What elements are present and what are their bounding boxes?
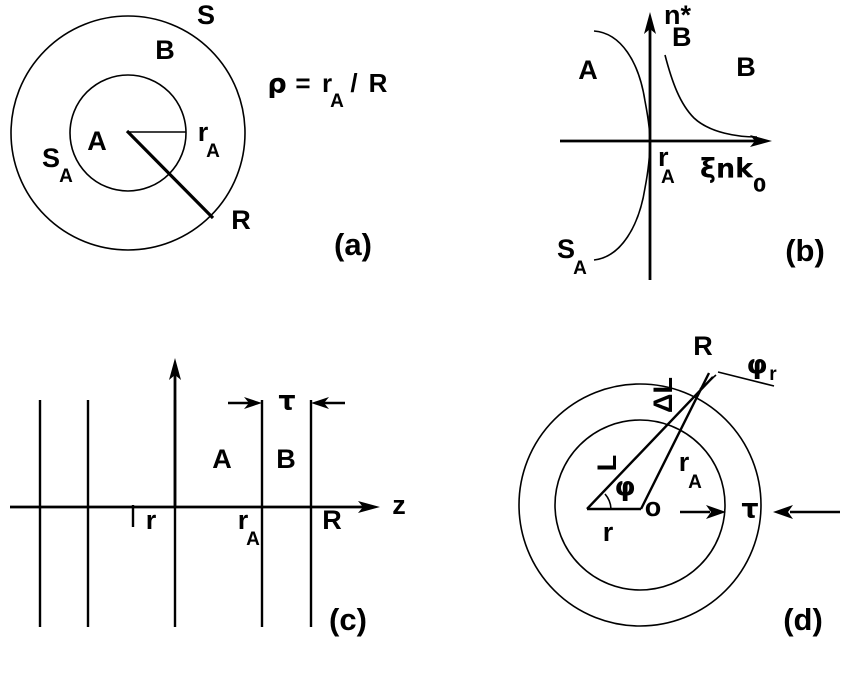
panel-b-y-axis-label: n* — [664, 0, 691, 30]
panel-a-label-inner-boundary: S — [42, 143, 60, 173]
panel-a-label-inner-radius: r — [198, 117, 209, 147]
panel-b-y-axis-label-sub: B — [672, 22, 692, 52]
panel-b-x-axis-label-sub: 0 — [753, 175, 766, 197]
panel-a-label-outer-boundary: S — [197, 0, 215, 30]
panel-a-label-inner-boundary-sub: A — [59, 166, 73, 187]
panel-a: S B A S A r A R ρ = r A / R (a) — [10, 0, 388, 262]
panel-c-x-axis-label: z — [392, 490, 406, 520]
panel-c-tau-arrow-left-head — [244, 397, 262, 409]
panel-d-tau-arrow-left-head — [706, 505, 726, 519]
panel-d-label-inner-radius-sub: A — [688, 472, 702, 493]
panel-b-x-tick-label-sub: A — [661, 167, 675, 188]
panel-d-label-offset-r: r — [603, 517, 614, 547]
panel-b-x-axis-label: ξnk — [700, 154, 754, 185]
panel-b-label-region-right: B — [736, 52, 756, 82]
panel-a-label-inner-region: A — [87, 126, 107, 156]
panel-b-y-axis-arrowhead — [644, 12, 656, 34]
panel-c-label-region-b: B — [276, 444, 296, 474]
panel-a-equation-numerator-sub: A — [330, 91, 344, 112]
panel-d-leader-phi-r — [717, 371, 775, 387]
panel-b-tag: (b) — [785, 233, 825, 268]
panel-d-label-phi-r-sub: r — [769, 364, 777, 385]
panel-a-equation-numerator: r — [322, 68, 332, 98]
panel-a-equation: ρ = r A / R — [267, 68, 387, 112]
panel-a-label-outer-radius: R — [231, 205, 251, 235]
panel-c-label-region-a: A — [212, 444, 232, 474]
panel-d-label-phi-r: φ — [746, 350, 767, 381]
panel-b-x-axis-arrowhead — [750, 135, 772, 147]
panel-a-label-inner-radius-sub: A — [206, 141, 220, 162]
panel-b: n* B A B r A ξnk 0 S A (b) — [557, 0, 825, 280]
panel-a-tag: (a) — [334, 227, 372, 262]
panel-a-equation-denominator: R — [369, 68, 388, 98]
panel-b-label-curve-lower-left-sub: A — [573, 258, 587, 279]
panel-c-tick-label-ra-sub: A — [246, 529, 260, 550]
panel-c-tick-label-R: R — [322, 505, 342, 535]
panel-d-label-center: o — [645, 492, 662, 522]
panel-a-equation-rho: ρ — [267, 69, 286, 100]
panel-a-inner-circle — [69, 74, 187, 192]
panel-c-tag: (c) — [329, 602, 367, 637]
panel-d-segment-L-deltaL — [586, 376, 714, 510]
panel-c-tick-label-ra: r — [238, 505, 249, 535]
panel-c-label-thickness: τ — [278, 386, 295, 417]
panel-a-equation-slash: / — [350, 68, 357, 98]
panel-c-tick-label-r: r — [146, 505, 157, 535]
panel-a-label-outer-region: B — [155, 35, 175, 65]
panel-d-outer-circle — [518, 383, 762, 627]
panel-c-x-axis-arrowhead — [358, 501, 380, 513]
panel-a-equation-equals: = — [295, 68, 310, 98]
panel-d-label-inner-radius: r — [679, 447, 690, 477]
panel-d-label-thickness: τ — [741, 494, 758, 525]
panel-d-tau-arrow-right-head — [773, 505, 793, 519]
panel-d-segment-deltaL-cap — [699, 374, 717, 390]
panel-c: τ A B r r A R z (c) — [10, 358, 406, 637]
panel-c-tau-arrow-right-head — [311, 397, 329, 409]
panel-b-label-curve-lower-left: S — [557, 234, 575, 264]
panel-b-curve-upper-right — [664, 54, 758, 138]
panel-d-label-chord-l: L — [592, 455, 622, 472]
panel-a-outer-radius-line — [125, 129, 215, 220]
panel-b-label-region-left: A — [578, 55, 598, 85]
panel-d-label-outer-radius: R — [693, 331, 713, 361]
panel-d: R φ r ΔL L r A φ o r τ (d) — [518, 331, 840, 637]
panel-d-tag: (d) — [783, 602, 823, 637]
panel-d-inner-circle — [554, 419, 726, 591]
panel-d-segment-rA — [639, 372, 711, 510]
panel-b-x-tick-label: r — [658, 142, 669, 172]
panel-d-angle-phi-arc — [604, 493, 612, 510]
panel-d-label-delta-l: ΔL — [648, 377, 678, 413]
panel-a-outer-circle — [10, 15, 246, 251]
panel-b-curve-upper-left — [593, 30, 651, 142]
panel-b-curve-lower-left — [593, 140, 651, 261]
panel-c-y-axis-arrowhead — [169, 358, 181, 380]
panel-d-label-angle-phi: φ — [614, 472, 635, 503]
